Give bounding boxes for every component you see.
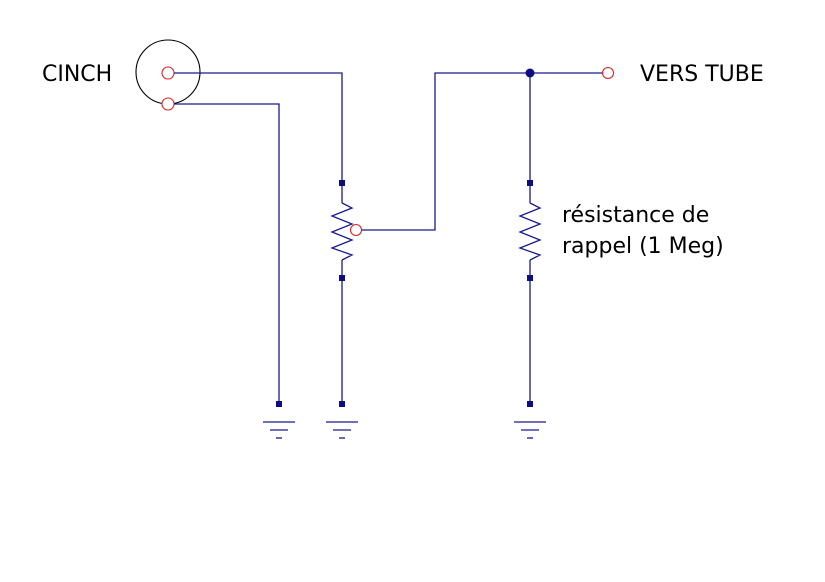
potentiometer-pin-top — [339, 180, 345, 186]
resistor-label-line2: rappel (1 Meg) — [562, 234, 724, 259]
potentiometer-wiper-terminal — [349, 223, 363, 237]
wires — [174, 72, 603, 404]
potentiometer-zigzag — [330, 202, 354, 261]
ground-symbol-potentiometer — [326, 401, 358, 439]
ground-symbol-cinch — [263, 401, 295, 439]
ground-pin — [339, 401, 345, 407]
resistor-zigzag — [518, 202, 542, 261]
output-label: VERS TUBE — [640, 62, 764, 87]
cinch-ground-terminal — [161, 97, 175, 111]
output-junction-dot — [525, 68, 535, 78]
wire-ground-to-earth — [174, 103, 280, 404]
ground-pin — [527, 401, 533, 407]
potentiometer-pin-bottom — [339, 275, 345, 281]
cinch-signal-terminal — [161, 66, 175, 80]
resistor-label-line1: résistance de — [562, 203, 709, 228]
wire-signal-to-pot — [174, 72, 343, 183]
output-terminal — [601, 66, 615, 80]
cinch-jack — [135, 39, 201, 111]
potentiometer — [330, 180, 363, 281]
ground-pin — [276, 401, 282, 407]
resistor-pin-bottom — [527, 275, 533, 281]
resistor-pin-top — [527, 180, 533, 186]
input-label: CINCH — [42, 62, 112, 87]
pull-down-resistor — [518, 180, 542, 281]
wire-wiper-to-output — [362, 72, 530, 231]
ground-symbol-resistor — [514, 401, 546, 439]
